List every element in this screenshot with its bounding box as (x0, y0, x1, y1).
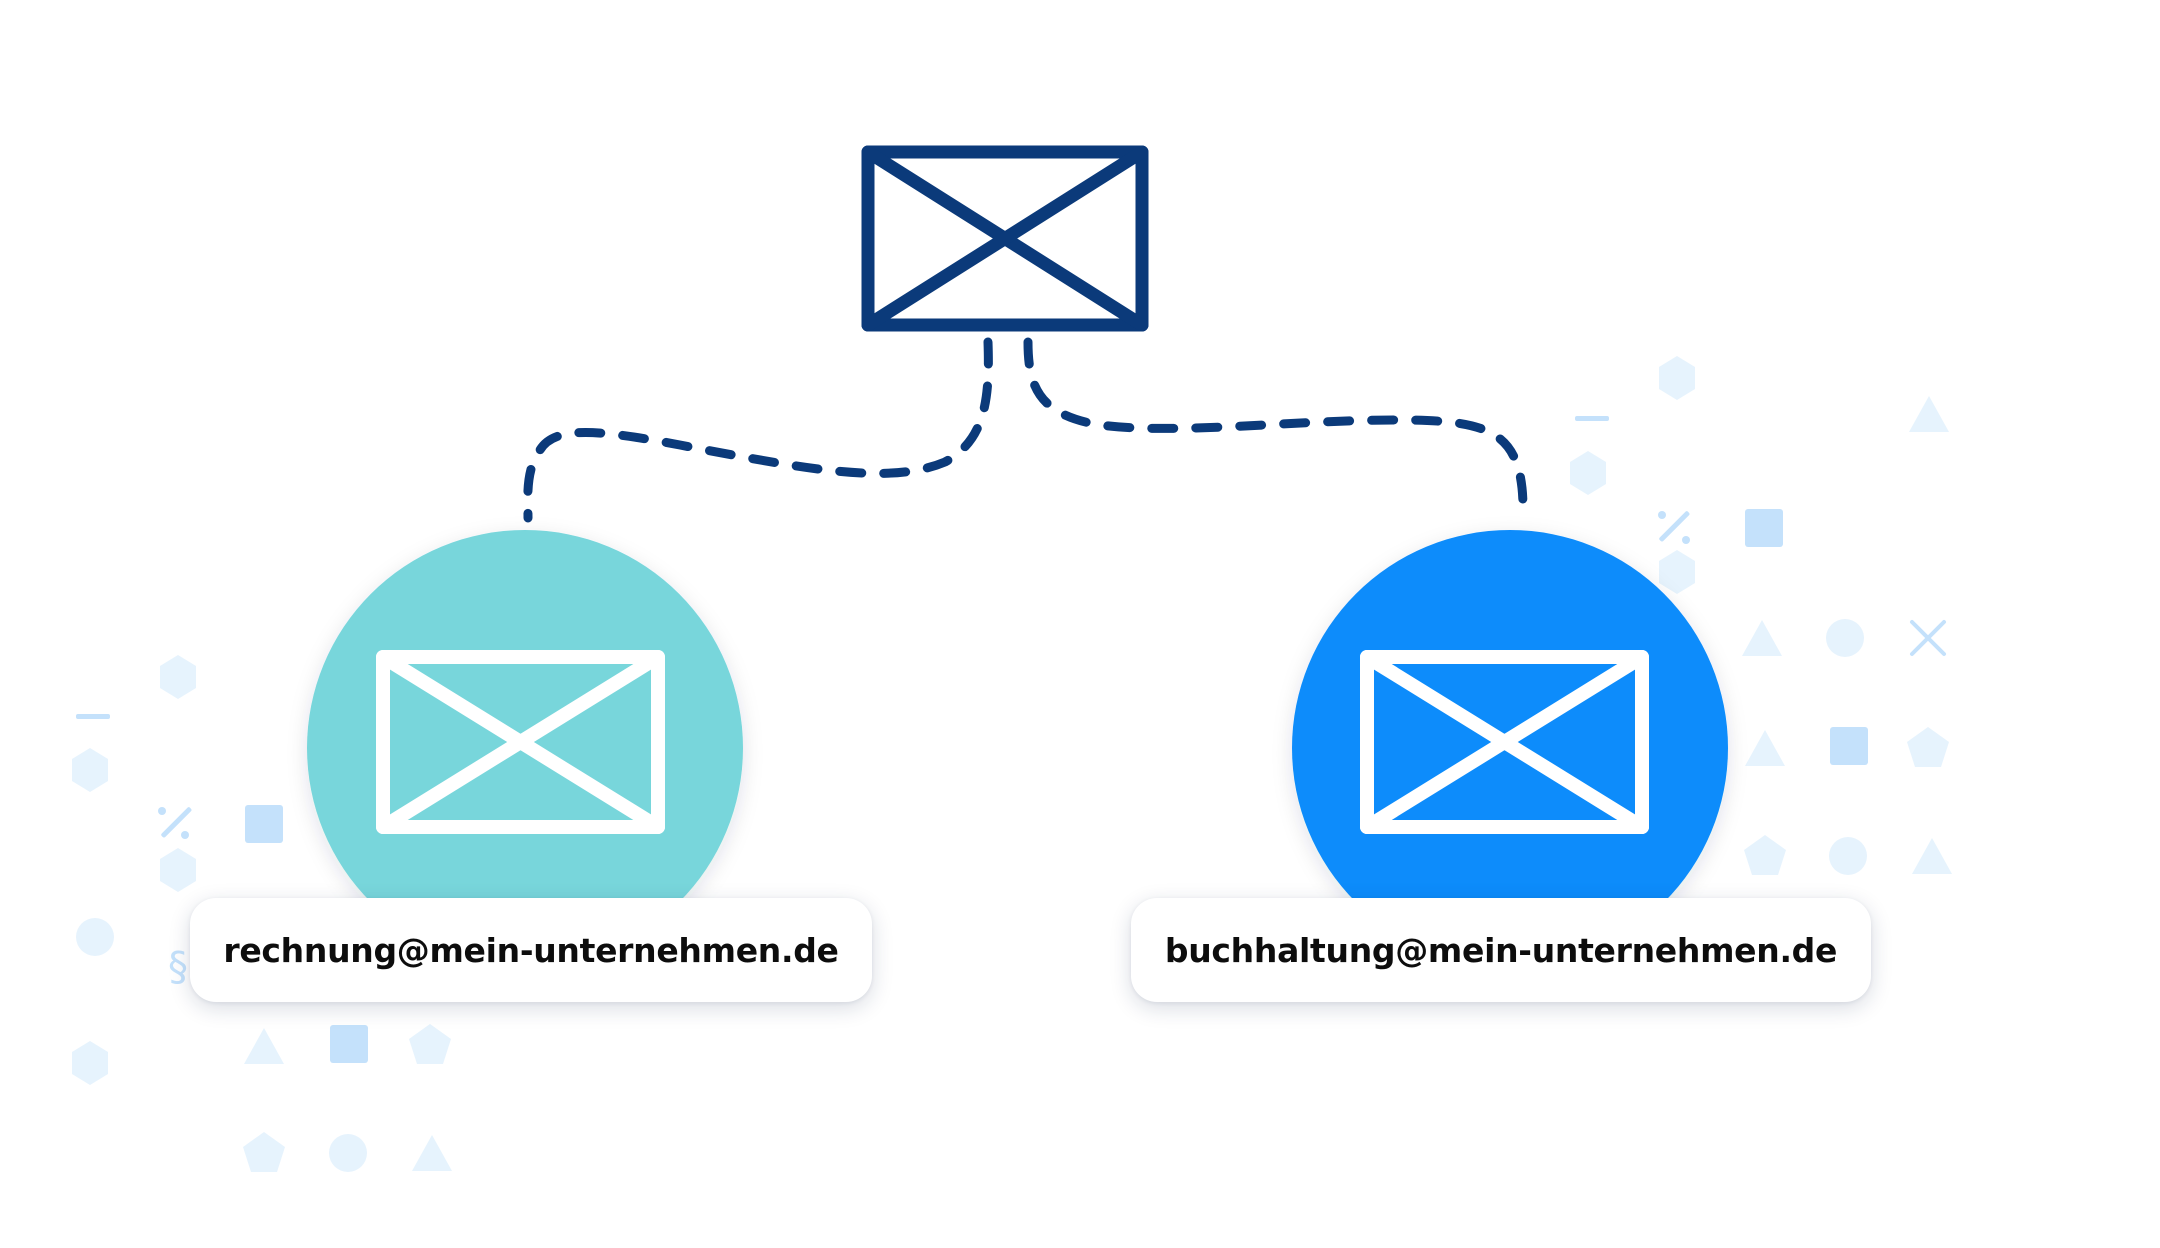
email-label-card-rechnung: rechnung@mein-unternehmen.de (190, 898, 872, 1002)
envelope-icon (376, 650, 665, 834)
decor-percent (158, 807, 192, 839)
source-envelope-icon (861, 145, 1149, 332)
decor-triangle (412, 1135, 452, 1171)
decor-square (1745, 509, 1783, 547)
decor-left-cluster: § (72, 655, 452, 1172)
decor-triangle (1909, 396, 1949, 432)
decor-dash (76, 714, 110, 719)
decor-dash (1575, 416, 1609, 421)
decor-pentagon (243, 1132, 285, 1172)
connectors (523, 337, 1528, 523)
decor-cross (1910, 620, 1946, 656)
decor-square (1830, 727, 1868, 765)
decor-circle (1826, 619, 1864, 657)
decor-pentagon (409, 1024, 451, 1064)
email-label-card-buchhaltung: buchhaltung@mein-unternehmen.de (1131, 898, 1871, 1002)
decor-pentagon (1907, 727, 1949, 767)
decor-circle (1829, 837, 1867, 875)
decor-right-cluster (1570, 356, 1952, 875)
decor-triangle (244, 1028, 284, 1064)
decor-hexagon (160, 655, 196, 699)
decor-pentagon (1744, 835, 1786, 875)
decor-section-glyph: § (168, 944, 188, 990)
decor-square (245, 805, 283, 843)
decor-hexagon (160, 848, 196, 892)
email-address-rechnung: rechnung@mein-unternehmen.de (223, 930, 839, 970)
email-address-buchhaltung: buchhaltung@mein-unternehmen.de (1164, 930, 1838, 970)
decor-triangle (1745, 730, 1785, 766)
decor-hexagon (72, 1041, 108, 1085)
connector-to-rechnung (523, 337, 993, 523)
decor-hexagon (1659, 550, 1695, 594)
envelope-icon (1360, 650, 1649, 834)
decor-circle (76, 918, 114, 956)
decor-circle (329, 1134, 367, 1172)
decor-triangle (1912, 838, 1952, 874)
decor-percent (1658, 511, 1690, 544)
connector-to-buchhaltung (1023, 337, 1528, 517)
decor-hexagon (1570, 451, 1606, 495)
decor-square (330, 1025, 368, 1063)
decor-hexagon (72, 748, 108, 792)
decor-hexagon (1659, 356, 1695, 400)
decor-triangle (1742, 620, 1782, 656)
